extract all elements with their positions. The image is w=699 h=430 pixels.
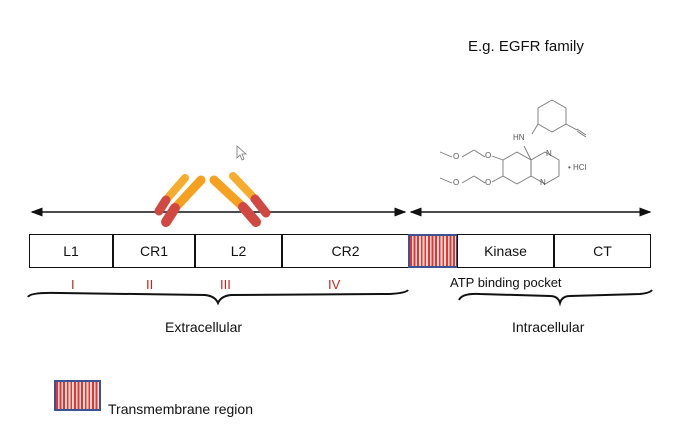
domain-label: CT [593,243,612,259]
legend-transmembrane-swatch [54,380,101,411]
erlotinib-structure [439,99,587,185]
atom-hn: HN [513,133,525,142]
mouse-cursor-icon [236,145,248,161]
domain-cr1: CR1 [112,234,195,268]
extracellular-brace [27,289,409,306]
intracellular-brace [458,289,653,307]
egfr-family-label: E.g. EGFR family [468,38,584,55]
atom-o1: O [485,151,492,160]
atom-n2: N [540,178,546,187]
atp-pocket-label: ATP binding pocket [450,275,562,290]
roman-ii: II [146,277,154,292]
salt-label: • HCl [568,163,587,172]
legend-transmembrane-label: Transmembrane region [108,401,253,417]
extracellular-label: Extracellular [165,319,243,335]
domain-label: L1 [63,243,79,259]
roman-iii: III [220,277,231,292]
domain-label: CR1 [139,243,168,259]
domain-label: CR2 [331,243,360,259]
domain-label: Kinase [484,243,527,259]
domain-ct: CT [553,234,651,268]
domain-l1: L1 [29,234,113,268]
intracellular-label: Intracellular [512,319,585,335]
antibody-icon [154,90,271,227]
atom-o4: O [453,178,460,187]
roman-iv: IV [328,277,341,292]
domain-kinase: Kinase [457,234,554,268]
atom-n1: N [546,149,552,158]
domain-transmembrane [408,234,458,268]
roman-i: I [71,277,75,292]
atom-o3: O [485,178,492,187]
domain-label: L2 [230,243,247,259]
domain-cr2: CR2 [281,234,409,268]
atom-o2: O [453,152,460,161]
domain-l2: L2 [194,234,282,268]
